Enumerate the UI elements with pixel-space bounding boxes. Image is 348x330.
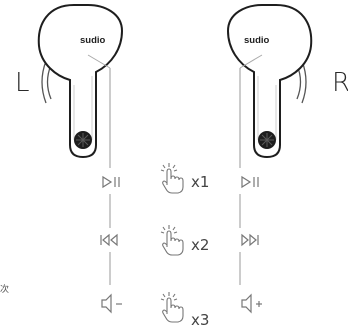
tap-count-once: x1 xyxy=(191,173,210,191)
left-earbud-illustration: sudio xyxy=(37,4,124,159)
tap-count-twice: x2 xyxy=(191,236,210,254)
play-pause-icon xyxy=(102,175,120,189)
tap-count-thrice: x3 xyxy=(191,311,210,329)
right-earbud-illustration: sudio xyxy=(226,4,313,159)
volume-up-icon xyxy=(241,293,262,314)
previous-track-icon xyxy=(100,233,118,247)
right-brand-label: sudio xyxy=(244,35,270,46)
play-pause-icon xyxy=(241,175,259,189)
tap-hand-icon xyxy=(160,225,184,256)
volume-down-icon xyxy=(101,293,122,314)
edge-note: 次 xyxy=(0,284,10,294)
left-side-label: L xyxy=(15,68,30,98)
tap-hand-icon xyxy=(160,292,184,323)
right-side-label: R xyxy=(332,68,348,98)
tap-hand-icon xyxy=(160,163,184,194)
next-track-icon xyxy=(241,233,259,247)
connector-lines xyxy=(109,68,241,285)
left-brand-label: sudio xyxy=(80,35,106,46)
